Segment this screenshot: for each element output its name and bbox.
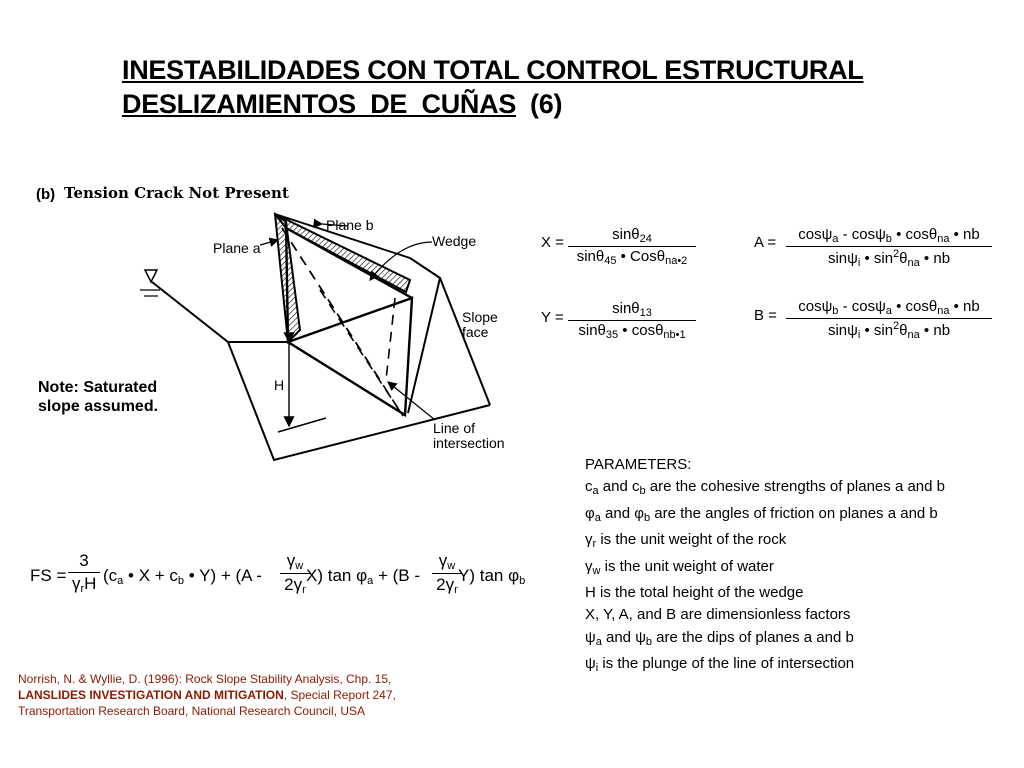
- wedge-top-edge: [285, 226, 413, 300]
- label-wedge: Wedge: [432, 233, 477, 249]
- fs-fraction-w-1: γw 2γr: [280, 551, 310, 596]
- title-line-2: DESLIZAMIENTOS DE CUÑAS (6): [122, 88, 562, 120]
- eq-y-fraction: sinθ13 sinθ35 • cosθnb•1: [568, 300, 696, 341]
- slope-face-outline: [407, 257, 442, 414]
- parameter-row: γw is the unit weight of water: [585, 557, 774, 577]
- fs-lhs: FS =: [30, 566, 67, 585]
- fs-body-1: (ca • X + cb • Y) + (A -: [103, 566, 262, 587]
- parameters-heading: PARAMETERS:: [585, 456, 692, 473]
- reference-line-1: Norrish, N. & Wyllie, D. (1996): Rock Sl…: [18, 672, 392, 686]
- upper-surface-line: [274, 213, 411, 259]
- eq-a-fraction: cosψa - cosψb • cosθna • nb sinψi • sin2…: [786, 226, 992, 269]
- title-line-2-suffix: (6): [530, 89, 563, 119]
- figure-panel-title: Tension Crack Not Present: [64, 184, 289, 202]
- leader-plane-b: [313, 218, 349, 229]
- parameters-list: PARAMETERS: ca and cb are the cohesive s…: [585, 454, 945, 680]
- figure-panel-tag: (b): [36, 186, 56, 203]
- parameter-row: φa and φb are the angles of friction on …: [585, 504, 938, 524]
- label-plane-a: Plane a: [213, 240, 261, 256]
- parameter-row: ca and cb are the cohesive strengths of …: [585, 478, 945, 498]
- parameter-row: γr is the unit weight of the rock: [585, 531, 787, 551]
- parameter-row: ψi is the plunge of the line of intersec…: [585, 655, 855, 675]
- fs-body-2: X) tan φa + (B -: [306, 566, 420, 587]
- leader-line-of-intersection: [387, 381, 436, 421]
- fs-fraction-w-2: γw 2γr: [432, 551, 462, 596]
- fs-body-3: Y) tan φb: [458, 566, 526, 587]
- reference-line-2: LANSLIDES INVESTIGATION AND MITIGATION, …: [18, 688, 396, 702]
- label-intersection: intersection: [433, 435, 505, 451]
- dashed-line-3: [385, 297, 396, 381]
- reference-line-3: Transportation Research Board, National …: [18, 704, 366, 718]
- eq-a-lhs: A =: [754, 234, 777, 251]
- label-plane-b: Plane b: [326, 217, 374, 233]
- dashed-line-2: [281, 227, 404, 417]
- parameter-row: ψa and ψb are the dips of planes a and b: [585, 628, 854, 648]
- slope-toe-line: [227, 341, 491, 462]
- water-table-marker: [140, 269, 160, 297]
- wedge-front-face: [285, 296, 414, 418]
- title-line-2-main: DESLIZAMIENTOS DE CUÑAS: [122, 89, 517, 119]
- parameter-row: X, Y, A, and B are dimensionless factors: [585, 606, 851, 624]
- title-line-1: INESTABILIDADES CON TOTAL CONTROL ESTRUC…: [122, 55, 864, 85]
- label-slope: Slope: [462, 309, 498, 325]
- label-line-of: Line of: [433, 420, 476, 436]
- parameter-row: H is the total height of the wedge: [585, 584, 804, 602]
- eq-x-lhs: X =: [541, 234, 564, 251]
- wedge-diagram: [140, 211, 491, 462]
- leader-plane-a: [259, 237, 280, 247]
- rear-face-line: [439, 277, 491, 406]
- reference-citation: Norrish, N. & Wyllie, D. (1996): Rock Sl…: [18, 671, 396, 719]
- note-line-1: Note: Saturated: [38, 379, 158, 396]
- eq-x-fraction: sinθ24 sinθ45 • Cosθna•2: [568, 226, 696, 267]
- leader-wedge: [369, 241, 433, 281]
- wedge-left-edge: [284, 221, 290, 343]
- eq-y-lhs: Y =: [541, 309, 564, 326]
- label-face: face: [462, 324, 489, 340]
- slope-crest-line: [151, 281, 288, 343]
- height-base-tick: [277, 417, 327, 433]
- fs-coefficient: 3 γrH: [68, 551, 100, 595]
- note-line-2: slope assumed.: [38, 398, 159, 415]
- eq-b-lhs: B =: [754, 307, 777, 324]
- dashed-line-4: [319, 289, 404, 417]
- eq-b-fraction: cosψb - cosψa • cosθna • nb sinψi • sin2…: [786, 298, 992, 341]
- label-height-h: H: [274, 377, 285, 393]
